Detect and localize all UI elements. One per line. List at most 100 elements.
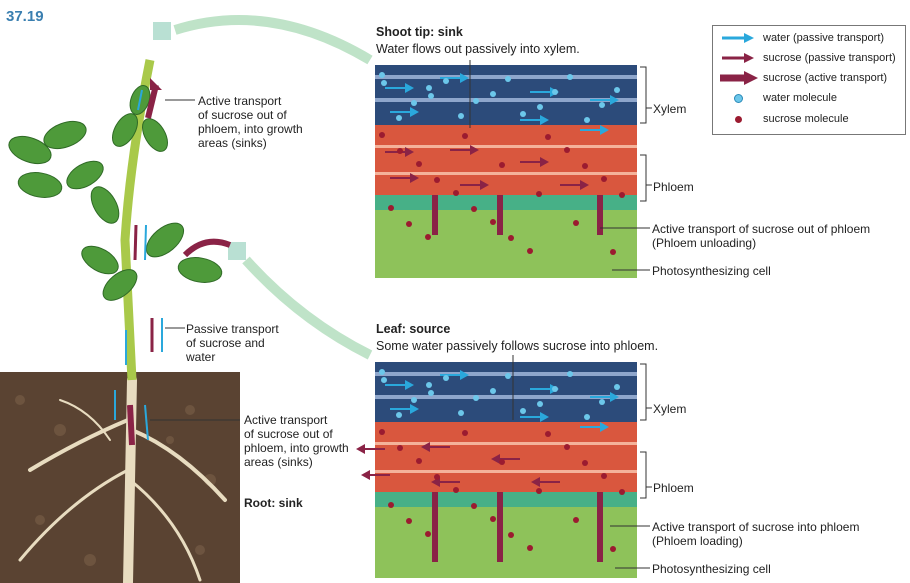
water-molecule	[567, 74, 573, 80]
panel-transport-arrows	[356, 72, 625, 562]
leaf-marker	[228, 242, 246, 260]
arrow-head	[580, 180, 589, 190]
callout-arrow-leaf	[242, 256, 373, 360]
shoot-panel-title: Shoot tip: sink	[376, 25, 463, 39]
arrow-head	[405, 83, 414, 93]
legend-item: sucrose molecule	[713, 110, 849, 128]
arrow-head	[460, 370, 469, 380]
sucrose-molecule	[453, 190, 459, 196]
sucrose-molecule	[490, 516, 496, 522]
water-molecule	[458, 410, 464, 416]
water-molecule	[614, 384, 620, 390]
legend-label: sucrose molecule	[763, 113, 849, 125]
sucrose-molecule	[388, 502, 394, 508]
sucrose-molecule	[406, 221, 412, 227]
sucrose-molecule	[453, 487, 459, 493]
legend-label: sucrose (active transport)	[763, 72, 888, 84]
water-molecule	[584, 414, 590, 420]
arrow-head	[356, 444, 365, 454]
sucrose-molecule	[564, 147, 570, 153]
water-molecule	[381, 377, 387, 383]
plant-transport-arrows	[114, 78, 232, 446]
water-molecule	[584, 117, 590, 123]
legend-label: sucrose (passive transport)	[763, 52, 896, 64]
bracket-lines	[469, 60, 652, 569]
leaf-panel-subtitle: Some water passively follows sucrose int…	[376, 339, 659, 353]
arrow-head	[460, 73, 469, 83]
sucrose-molecule	[462, 133, 468, 139]
sucrose-molecule	[573, 220, 579, 226]
sucrose-molecule	[397, 445, 403, 451]
arrow-head	[491, 454, 500, 464]
legend-item: water molecule	[713, 89, 837, 107]
water-molecule	[599, 399, 605, 405]
loading-label: Active transport of sucrose into phloem(…	[652, 520, 860, 548]
arrow-head	[421, 442, 430, 452]
water-molecule	[473, 98, 479, 104]
sucrose-molecule	[416, 161, 422, 167]
sucrose-molecule	[425, 234, 431, 240]
photosynthesizing-cell-label: Photosynthesizing cell	[652, 264, 771, 278]
xylem-label: Xylem	[653, 102, 687, 116]
sucrose-molecule	[527, 248, 533, 254]
sucrose-molecule	[601, 473, 607, 479]
shoot-panel-subtitle: Water flows out passively into xylem.	[376, 42, 580, 56]
sucrose-molecule	[610, 249, 616, 255]
water-molecule	[552, 89, 558, 95]
sucrose-molecule-icon	[713, 115, 763, 123]
root-title: Root: sink	[244, 496, 303, 510]
arrow-head	[600, 422, 609, 432]
water-molecule	[428, 93, 434, 99]
water-molecule	[426, 85, 432, 91]
water-molecule	[520, 408, 526, 414]
arrow-head	[610, 392, 619, 402]
sucrose-molecule	[536, 488, 542, 494]
sucrose-molecule	[619, 489, 625, 495]
legend-item: sucrose (passive transport)	[713, 49, 896, 67]
xylem-label: Xylem	[653, 402, 687, 416]
sucrose-molecule	[582, 163, 588, 169]
legend-item: water (passive transport)	[713, 29, 884, 47]
water-molecule	[505, 76, 511, 82]
sucrose-molecule	[379, 429, 385, 435]
arrow-head	[540, 115, 549, 125]
sucrose-molecule	[379, 132, 385, 138]
sucrose-molecule	[508, 532, 514, 538]
sucrose-molecule	[416, 458, 422, 464]
sucrose-molecule	[610, 546, 616, 552]
sucrose-molecule	[582, 460, 588, 466]
water-molecule-icon	[713, 93, 763, 103]
leaf-panel-title: Leaf: source	[376, 322, 451, 336]
arrow-head	[610, 95, 619, 105]
sucrose-molecule	[545, 134, 551, 140]
sucrose-passive-arrow-icon	[713, 53, 763, 63]
arrow-head	[531, 477, 540, 487]
sucrose-molecule	[619, 192, 625, 198]
unloading-label: Active transport of sucrose out of phloe…	[652, 222, 871, 250]
water-molecule	[428, 390, 434, 396]
sucrose-molecule	[508, 235, 514, 241]
sucrose-molecule	[434, 474, 440, 480]
shoot-tip-marker	[153, 22, 171, 40]
water-passive-arrow-icon	[713, 33, 763, 43]
sucrose-active-arrow-icon	[713, 71, 763, 85]
sucrose-molecule	[564, 444, 570, 450]
water-molecule	[490, 388, 496, 394]
sucrose-molecule	[471, 503, 477, 509]
stem	[120, 59, 155, 381]
water-molecule	[396, 412, 402, 418]
sucrose-molecule	[462, 430, 468, 436]
water-molecule	[458, 113, 464, 119]
sucrose-molecule	[406, 518, 412, 524]
legend-item: sucrose (active transport)	[713, 69, 887, 87]
arrow-head	[540, 157, 549, 167]
sucrose-molecule	[397, 148, 403, 154]
photosynthesizing-cell-label: Photosynthesizing cell	[652, 562, 771, 576]
arrow-head	[361, 470, 370, 480]
phloem-label: Phloem	[653, 481, 694, 495]
sucrose-molecule	[490, 219, 496, 225]
